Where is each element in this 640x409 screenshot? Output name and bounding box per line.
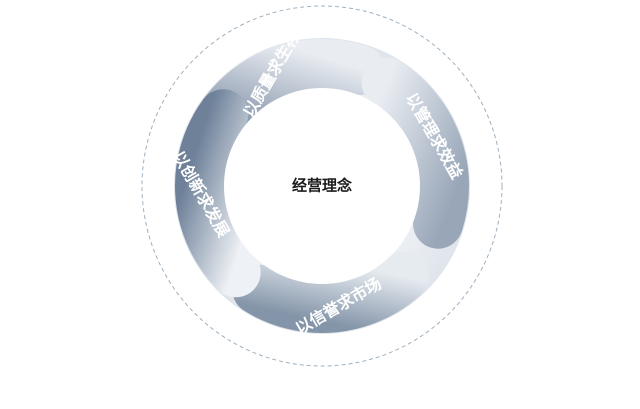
segment-band-4 (175, 89, 261, 298)
segment-group (175, 39, 469, 333)
center-label: 经营理念 (292, 177, 352, 195)
segment-band-3 (232, 251, 429, 333)
center-disc (224, 88, 420, 284)
segment-band-2 (361, 57, 469, 249)
outer-dashed-circle (141, 5, 503, 367)
